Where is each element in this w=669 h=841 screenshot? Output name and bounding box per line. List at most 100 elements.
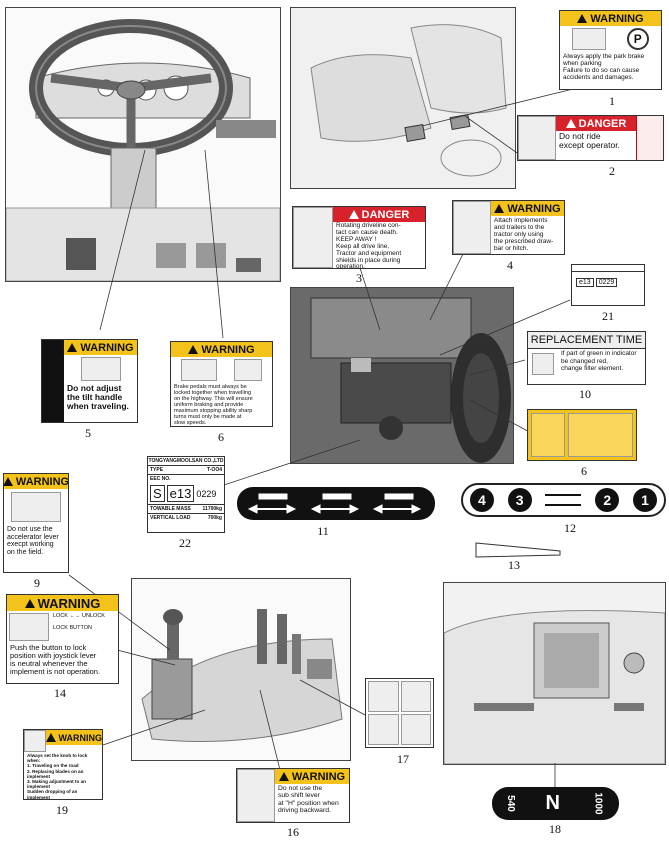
code1-box: e13: [166, 485, 195, 502]
hazard-pictogram-d-icon: [400, 714, 431, 745]
danger-label-no-riding: DANGER Do not ride except operator.: [517, 115, 664, 161]
warning-triangle-icon: [45, 733, 56, 742]
callout-2: 2: [609, 164, 615, 178]
warning-label-tilt-handle: WARNING Do not adjust the tilt handle wh…: [41, 339, 138, 423]
warning-triangle-icon: [67, 343, 78, 352]
position-3: 3: [507, 488, 532, 512]
hydraulic-direction-label: [237, 487, 435, 520]
warning-triangle-icon: [565, 119, 576, 128]
warning-label-accelerator: WARNING Do not use the accelerator lever…: [3, 473, 69, 573]
tractor-trailer-icon: [453, 201, 491, 254]
label-header: DANGER: [333, 207, 425, 222]
warning-triangle-icon: [348, 210, 359, 219]
speed-neutral: N: [545, 792, 560, 814]
label-text: Always set the knob to lock when: 1. Tra…: [27, 753, 88, 800]
warning-triangle-icon: [188, 345, 199, 354]
warning-triangle-icon: [494, 204, 505, 213]
warning-label-hitch-lock: WARNING Always set the knob to lock when…: [23, 729, 103, 800]
callout-14: 14: [54, 686, 66, 700]
lock-label: LOCK: [53, 613, 68, 619]
label-header: WARNING: [560, 11, 661, 26]
towable-value: 11700kg: [202, 506, 222, 512]
callout-11: 11: [317, 524, 329, 538]
danger-label-driveline: DANGER Rotating driveline con- tact can …: [292, 206, 426, 269]
warning-triangle-icon: [278, 772, 289, 781]
park-brake-icon: P: [626, 28, 649, 50]
pto-safety-pictogram: [527, 409, 637, 461]
dashboard-panel-illustration: [443, 582, 666, 765]
label-text: Do not use the accelerator lever execpt …: [7, 526, 59, 556]
speed-1000: 1000: [592, 792, 604, 815]
entanglement-hazard-icon: [568, 413, 633, 457]
towable-label: TOWABLE MASS: [150, 506, 191, 512]
label-header: REPLACEMENT TIME: [528, 332, 645, 349]
brake-pedal-icon: [181, 359, 218, 381]
callout-12: 12: [564, 521, 576, 535]
label-text: Brake pedals must always be locked toget…: [174, 384, 253, 426]
s-box: S: [150, 485, 165, 502]
unlock-label: UNLOCK: [82, 613, 105, 619]
label-text: Always apply the park brake when parking…: [563, 53, 645, 81]
code2-box: 0229: [196, 488, 217, 499]
hazard-pictogram-a-icon: [368, 681, 399, 712]
callout-1: 1: [609, 94, 615, 108]
warning-label-sub-shift: WARNING Do not use the sub shift lever a…: [236, 768, 350, 823]
code2-box: 0229: [595, 278, 618, 287]
eec-label: EEC NO.: [150, 476, 171, 482]
shift-lever-icon: [237, 769, 275, 822]
callout-13: 13: [508, 558, 520, 572]
callout-4: 4: [507, 258, 513, 272]
label-text: If part of green in indicator be changed…: [561, 350, 637, 372]
label-text: Attach implements and trailers to the tr…: [494, 217, 554, 252]
warning-triangle-icon: [577, 14, 588, 23]
speed-540: 540: [504, 795, 516, 812]
callout-3: 3: [356, 271, 362, 285]
tractor-rollover-icon: [11, 492, 61, 522]
callout-8: 6: [581, 464, 587, 478]
label-header: WARNING: [64, 340, 137, 355]
callout-19: 19: [56, 803, 68, 817]
label-text: Do not ride except operator.: [559, 131, 620, 150]
rear-tractor-illustration: [290, 287, 514, 464]
type-label: TYPE: [150, 467, 164, 473]
callout-10: 10: [579, 387, 591, 401]
warning-triangle-icon: [24, 598, 35, 608]
label-header: WARNING: [171, 342, 272, 357]
no-rider-icon: [636, 116, 663, 160]
brake-lock-icon: [233, 359, 262, 381]
callout-17: 17: [397, 752, 409, 766]
warning-triangle-icon: [4, 477, 13, 486]
pto-speed-label: 540 N 1000: [492, 787, 619, 820]
lever-console-illustration: [131, 578, 351, 761]
tilt-icon-strip: [42, 340, 64, 422]
crush-hazard-icon: [24, 730, 46, 752]
callout-22: 22: [179, 536, 191, 550]
label-header: WARNING: [275, 769, 349, 784]
cab-interior-illustration: [290, 7, 516, 189]
tractor-icon: [572, 28, 607, 50]
label-header: WARNING: [491, 201, 564, 216]
lever-glyph-icon: [545, 494, 582, 506]
filter-indicator-icon: [532, 353, 554, 375]
callout-9: 9: [34, 576, 40, 590]
callout-18: 18: [549, 822, 561, 836]
label-header: DANGER: [556, 116, 636, 131]
warning-label-park-brake: WARNING P Always apply the park brake wh…: [559, 10, 662, 90]
callout-6-text: 6: [218, 430, 224, 444]
warning-label-brake-pedals: WARNING Brake pedals must always be lock…: [170, 341, 273, 427]
hazard-pictogram-c-icon: [368, 714, 399, 745]
position-4: 4: [469, 488, 494, 512]
type-value: T-OO4: [206, 467, 222, 473]
label-header: WARNING: [4, 474, 68, 489]
loader-hazard-icon: [9, 613, 49, 641]
steering-area-illustration: [5, 7, 281, 282]
approval-plate: TONGYANGMOOLSAN CO.,LTD TYPE T-OO4 EEC N…: [147, 456, 225, 533]
label-header: WARNING: [45, 730, 102, 745]
approval-plate-small: e13 0229: [571, 264, 645, 306]
pictogram-panel: [365, 678, 434, 748]
callout-16: 16: [287, 825, 299, 839]
warning-label-joystick-lock: WARNING LOCK ←→ UNLOCK LOCK BUTTON Push …: [6, 594, 119, 684]
label-text: Push the button to lock position with jo…: [10, 643, 101, 676]
callout-5: 5: [85, 426, 91, 440]
vertical-value: 700kg: [207, 515, 222, 521]
